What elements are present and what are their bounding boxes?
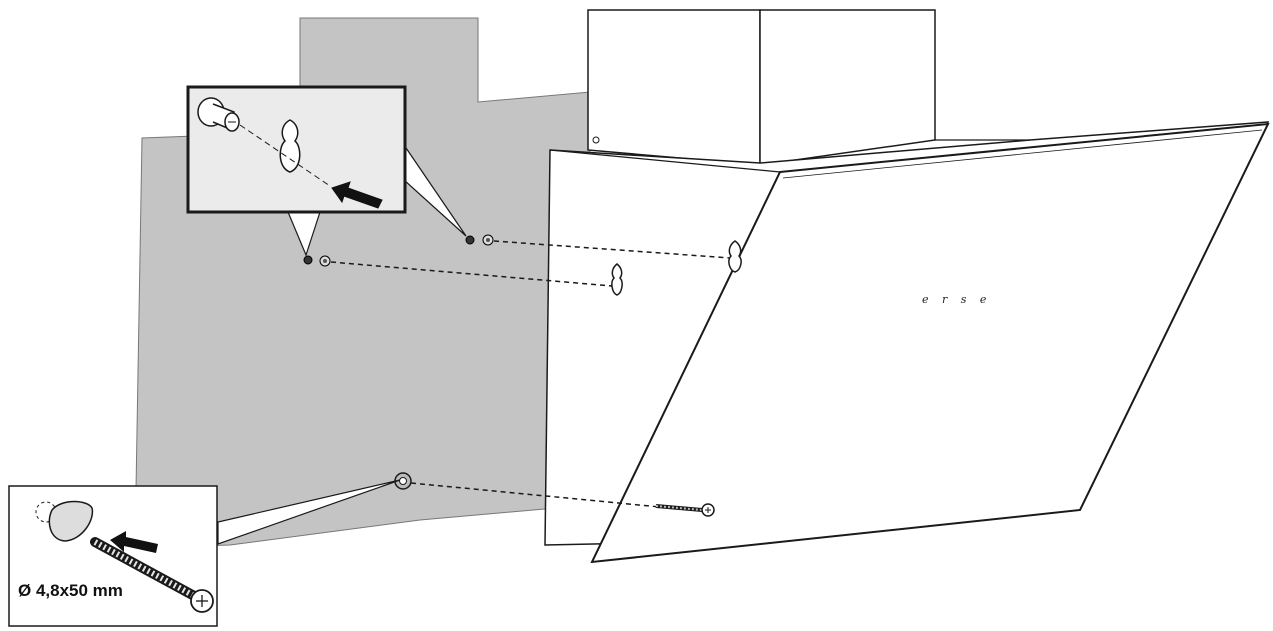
mounting-screw-small [655, 503, 715, 517]
top-detail-inset [186, 85, 407, 214]
keyhole-slot-left [611, 263, 623, 296]
glass-panel [590, 122, 1270, 564]
keyhole-slot-right [728, 240, 742, 273]
screw-size-label: Ø 4,8x50 mm [18, 581, 123, 600]
brand-mark: e r s e [922, 293, 991, 306]
bottom-inset-pointer [217, 479, 401, 545]
bottom-detail-inset: Ø 4,8x50 mm [8, 485, 218, 627]
wall-anchor-top-right [465, 234, 494, 246]
wall-anchor-top-left [303, 255, 331, 267]
alignment-lines [330, 240, 731, 508]
wall-plug-bottom [394, 472, 412, 490]
chimney-duct [587, 9, 936, 166]
